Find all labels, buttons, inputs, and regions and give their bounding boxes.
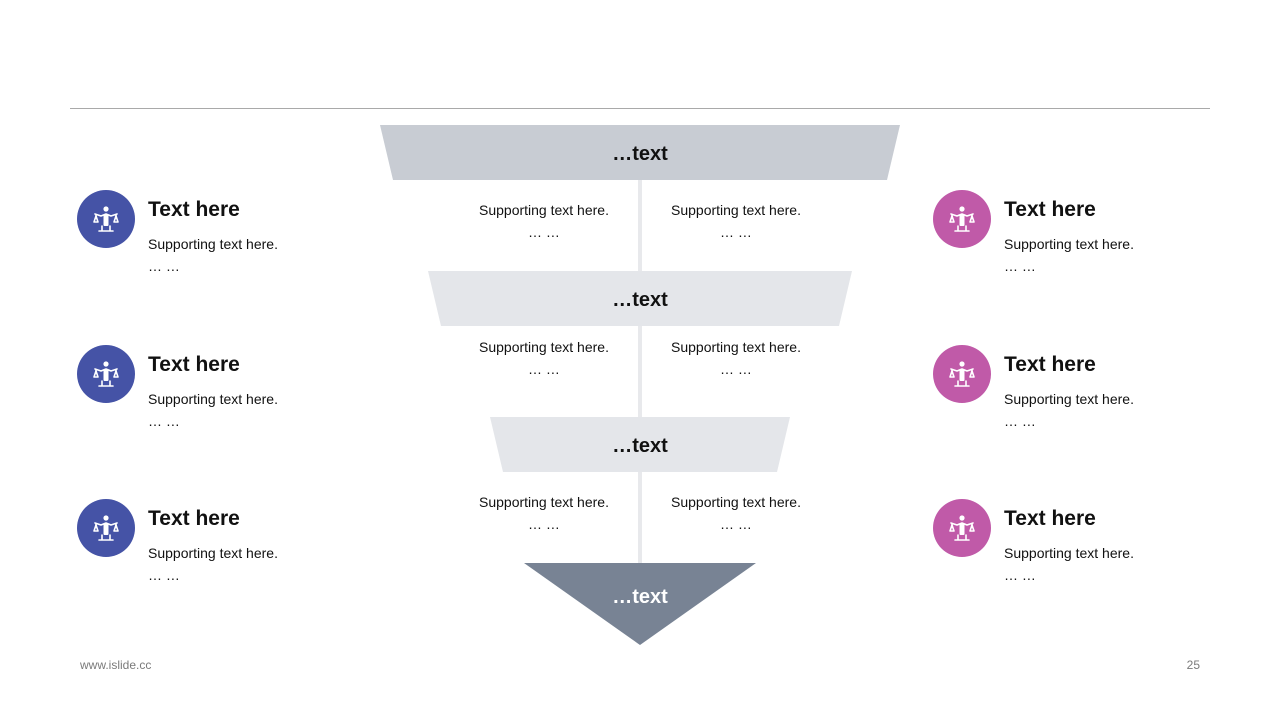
item-description: Supporting text here. … …: [148, 542, 278, 586]
description-line: Supporting text here.: [1004, 391, 1134, 407]
item-title: Text here: [148, 198, 240, 221]
description-ellipsis: … …: [148, 258, 180, 274]
footer-url: www.islide.cc: [80, 658, 152, 672]
justice-scale-person-icon: [77, 345, 135, 403]
item-description: Supporting text here. … …: [1004, 388, 1134, 432]
description-ellipsis: … …: [1004, 413, 1036, 429]
item-title: Text here: [148, 507, 240, 530]
item-description: Supporting text here. … …: [1004, 542, 1134, 586]
description-line: Supporting text here.: [1004, 236, 1134, 252]
note-line: Supporting text here.: [671, 494, 801, 510]
funnel-note-1-right: Supporting text here. … …: [651, 199, 821, 243]
description-ellipsis: … …: [148, 567, 180, 583]
page-number: 25: [1186, 658, 1200, 672]
item-title: Text here: [1004, 353, 1096, 376]
description-line: Supporting text here.: [1004, 545, 1134, 561]
note-line: Supporting text here.: [671, 202, 801, 218]
description-ellipsis: … …: [1004, 258, 1036, 274]
funnel-note-2-left: Supporting text here. … …: [459, 336, 629, 380]
note-ellipsis: … …: [528, 516, 560, 532]
item-description: Supporting text here. … …: [1004, 233, 1134, 277]
description-line: Supporting text here.: [148, 545, 278, 561]
description-ellipsis: … …: [1004, 567, 1036, 583]
funnel-stage-3-shape: [490, 417, 790, 472]
justice-scale-person-icon: [933, 345, 991, 403]
funnel-stage-2-label: …text: [612, 289, 668, 311]
note-ellipsis: … …: [720, 516, 752, 532]
description-ellipsis: … …: [148, 413, 180, 429]
funnel-stage-2-shape: [428, 271, 852, 326]
top-divider: [70, 108, 1210, 109]
justice-scale-person-icon: [933, 499, 991, 557]
funnel-stage-1-shape: [380, 125, 900, 180]
justice-scale-person-icon: [77, 499, 135, 557]
funnel-note-3-right: Supporting text here. … …: [651, 491, 821, 535]
left-item-2: Text here Supporting text here. … …: [77, 345, 317, 435]
funnel-stage-3-label: …text: [612, 435, 668, 457]
funnel-stage-1-label: …text: [612, 143, 668, 165]
note-line: Supporting text here.: [479, 494, 609, 510]
funnel-stage-4-label: …text: [612, 586, 668, 608]
description-line: Supporting text here.: [148, 391, 278, 407]
note-line: Supporting text here.: [479, 202, 609, 218]
note-ellipsis: … …: [528, 224, 560, 240]
note-ellipsis: … …: [720, 361, 752, 377]
right-item-1: Text here Supporting text here. … …: [933, 190, 1173, 280]
justice-scale-person-icon: [933, 190, 991, 248]
item-description: Supporting text here. … …: [148, 388, 278, 432]
right-item-2: Text here Supporting text here. … …: [933, 345, 1173, 435]
right-item-3: Text here Supporting text here. … …: [933, 499, 1173, 589]
item-title: Text here: [1004, 198, 1096, 221]
funnel-note-1-left: Supporting text here. … …: [459, 199, 629, 243]
item-title: Text here: [1004, 507, 1096, 530]
justice-scale-person-icon: [77, 190, 135, 248]
item-title: Text here: [148, 353, 240, 376]
left-item-3: Text here Supporting text here. … …: [77, 499, 317, 589]
note-ellipsis: … …: [528, 361, 560, 377]
left-item-1: Text here Supporting text here. … …: [77, 190, 317, 280]
funnel-note-2-right: Supporting text here. … …: [651, 336, 821, 380]
note-ellipsis: … …: [720, 224, 752, 240]
note-line: Supporting text here.: [479, 339, 609, 355]
funnel-note-3-left: Supporting text here. … …: [459, 491, 629, 535]
description-line: Supporting text here.: [148, 236, 278, 252]
funnel-stage-4-shape: [524, 563, 756, 645]
note-line: Supporting text here.: [671, 339, 801, 355]
item-description: Supporting text here. … …: [148, 233, 278, 277]
